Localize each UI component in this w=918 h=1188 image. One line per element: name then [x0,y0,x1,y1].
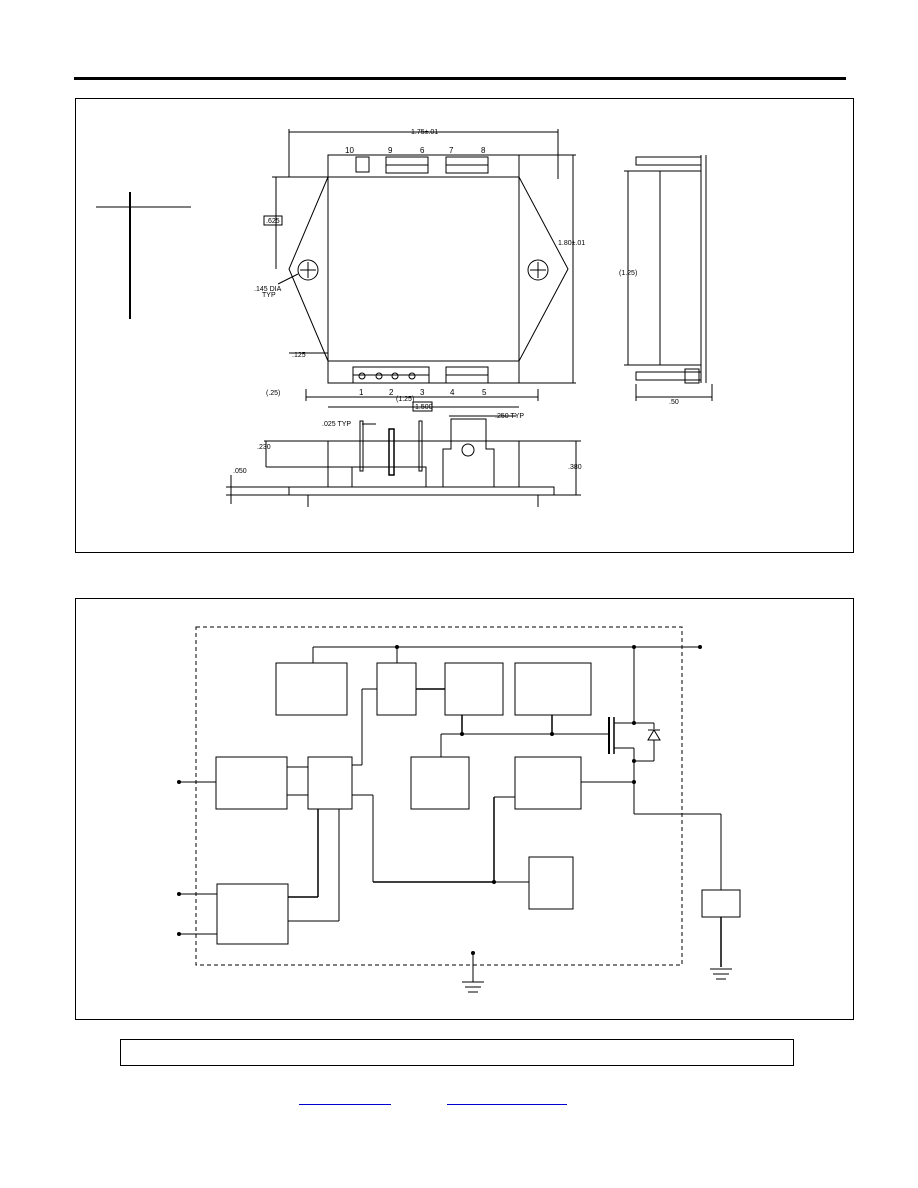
block-7 [410,756,470,810]
footer-link-1[interactable] [299,1094,391,1105]
footer-box [120,1039,794,1066]
pin-label-top-3: 6 [420,146,425,155]
dim-overall-height: .380 [568,464,582,471]
dim-pin-height: .230 [257,444,271,451]
side-pin-top [635,156,702,166]
pin-label-bottom-3: 3 [420,388,425,397]
dim-width: 1.75±.01 [411,129,438,136]
block-2 [376,662,417,716]
block-4 [514,662,592,716]
pin-label-bottom-4: 4 [450,388,455,397]
block-1 [275,662,348,716]
diode-icon [647,729,661,741]
mechanical-drawing: 1.75±.01 1.80±.01 .625 .145 DIA TYP .125… [96,129,713,507]
dim-left-step: .625 [266,218,280,225]
pin-label-bottom-5: 5 [482,388,487,397]
dim-edge-offset: .125 [292,352,306,359]
pin-label-top-4: 7 [449,146,454,155]
dim-hole: .145 DIA [254,286,282,293]
footer-link-2[interactable] [447,1094,567,1105]
dim-hole-typ: TYP [262,292,276,299]
dim-side-height: (1.25) [619,270,637,277]
dim-tab-width: .250 TYP [495,413,524,420]
dim-boxed: 1.500 [415,404,433,411]
pin-label-top-1: 10 [345,146,354,155]
block-8 [514,756,582,810]
pin-label-top-5: 8 [481,146,486,155]
block-9 [528,856,574,910]
block-5 [215,756,288,810]
block-3 [444,662,504,716]
dim-pin-pitch: .025 TYP [322,421,351,428]
pin-label-bottom-2: 2 [389,388,394,397]
dim-base-thickness: .050 [233,468,247,475]
side-pin-bottom [635,371,702,381]
pin-label-bottom-1: 1 [359,388,364,397]
boxed-dimension [412,401,433,412]
mechanical-drawing-panel: 1.75±.01 1.80±.01 .625 .145 DIA TYP .125… [75,98,854,553]
module-boundary [195,626,683,966]
front-body [327,440,520,488]
pin-10-pad [355,156,370,173]
dim-height: 1.80±.01 [558,240,585,247]
dim-pin-span: (1.25) [396,396,414,403]
header-rule [74,77,846,80]
block-6 [307,756,353,810]
side-body [659,170,702,366]
external-load [701,889,741,918]
module-outline [288,154,569,384]
dim-side-depth: .50 [669,399,679,406]
block-diagram [177,626,741,993]
module-body [327,176,520,362]
mount-hole-left [297,259,319,281]
dim-bottom-offset: (.25) [266,390,280,397]
left-step-box [263,215,283,226]
front-base [288,486,555,496]
block-10 [216,883,289,945]
pin-label-top-2: 9 [388,146,393,155]
block-diagram-panel [75,598,854,1020]
mount-hole-right [527,259,549,281]
front-tab [442,418,495,488]
